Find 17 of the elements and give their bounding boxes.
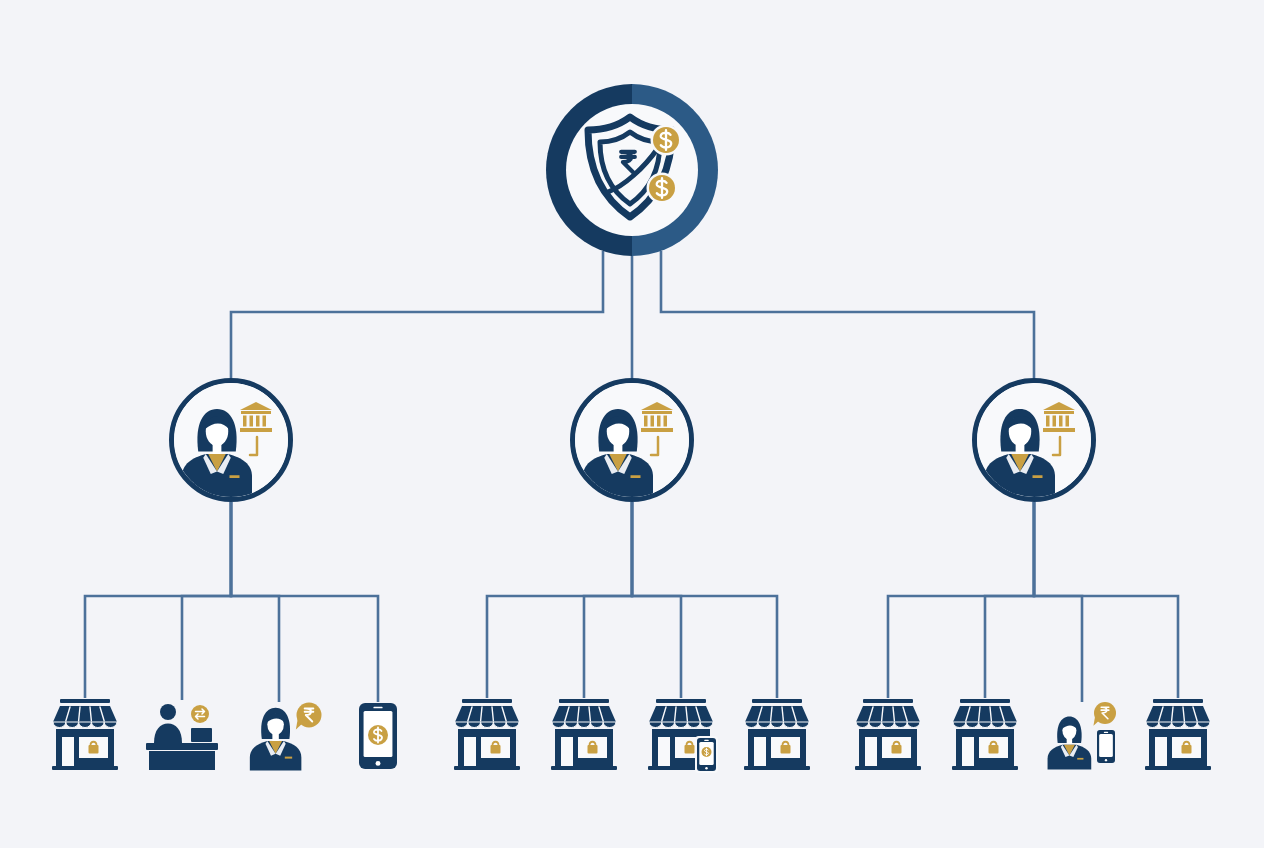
store-icon	[952, 698, 1018, 770]
phone-icon	[358, 702, 398, 770]
store-icon	[1145, 698, 1211, 770]
store-icon	[454, 698, 520, 770]
agent-icon	[247, 702, 324, 770]
store-icon	[855, 698, 921, 770]
connector-line	[1032, 502, 1180, 698]
connector-line	[229, 502, 380, 702]
connector-line	[229, 250, 605, 378]
store-icon	[744, 698, 810, 770]
store-phone-icon	[648, 698, 718, 772]
connector-line	[630, 502, 779, 698]
store-icon	[52, 698, 118, 770]
connector-line	[630, 256, 634, 378]
agent-phone-icon	[1046, 702, 1118, 770]
connector-line	[659, 250, 1036, 378]
store-icon	[551, 698, 617, 770]
